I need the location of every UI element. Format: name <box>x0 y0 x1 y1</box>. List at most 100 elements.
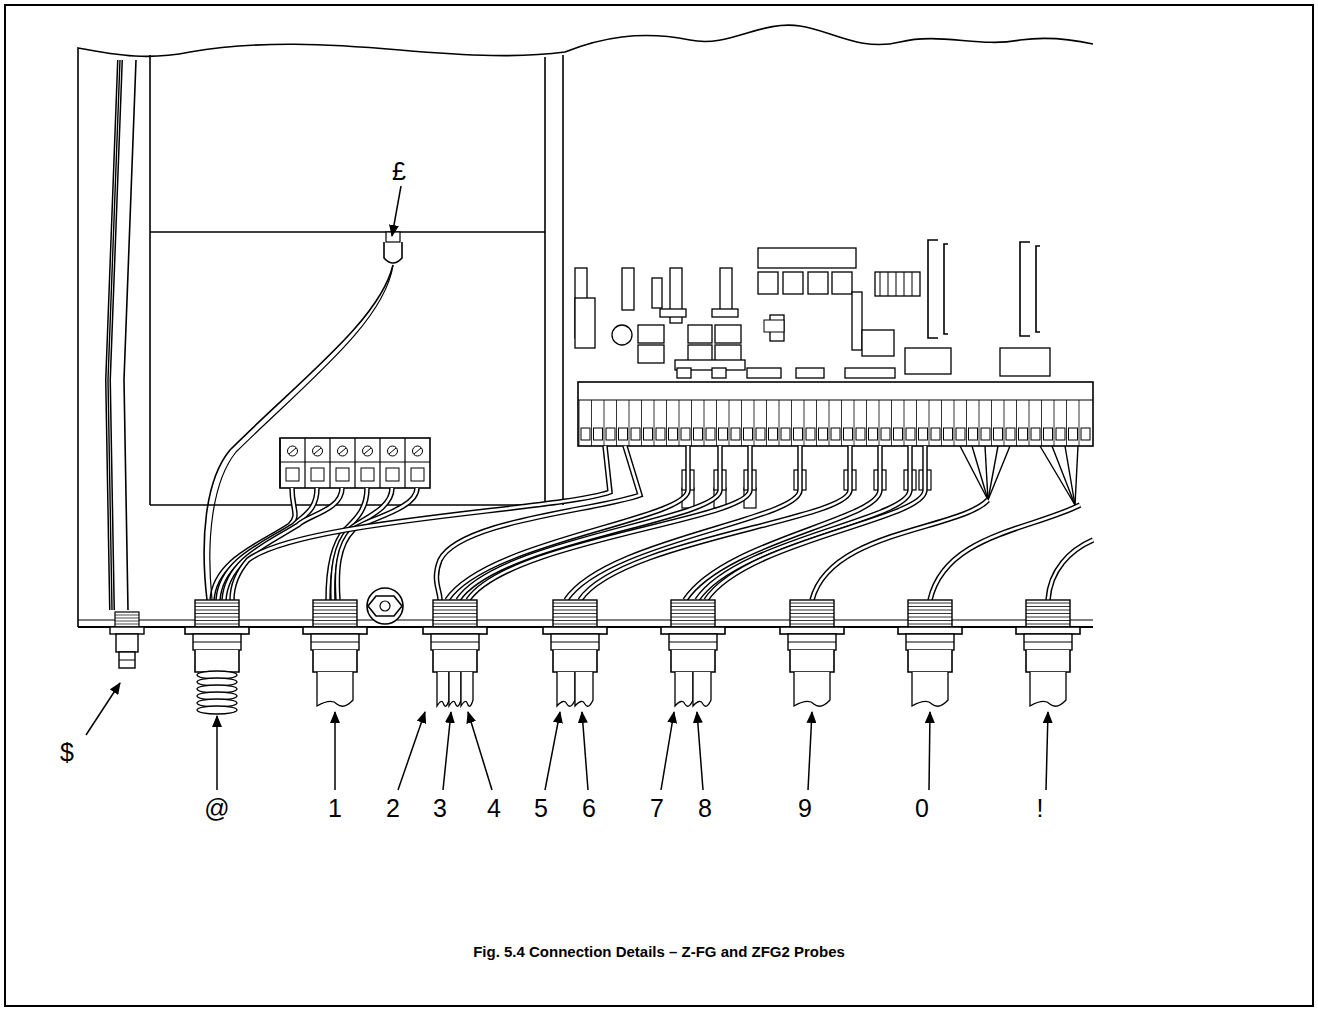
leader-arrow <box>545 712 560 790</box>
thread-line <box>553 610 597 611</box>
stud-end <box>380 601 390 611</box>
strip-terminal <box>994 428 1003 440</box>
compartment-wall <box>544 57 546 505</box>
strip-divider <box>954 400 955 446</box>
gland-body <box>1026 650 1070 672</box>
ic-pin <box>888 272 889 296</box>
pcb-capacitor <box>612 325 632 345</box>
strip-terminal <box>806 428 815 440</box>
strip-terminal <box>606 428 615 440</box>
strip-terminal <box>781 428 790 440</box>
terminal-screw <box>288 446 298 456</box>
strip-terminal <box>1081 428 1090 440</box>
thread-line <box>790 620 834 621</box>
terminal-clamp <box>411 468 424 481</box>
screw-slot <box>289 448 296 454</box>
strip-divider <box>616 400 617 446</box>
callout-number: ! <box>1037 796 1044 821</box>
thread-line <box>671 603 715 604</box>
terminal-divider <box>279 438 280 488</box>
thread-line <box>790 624 834 625</box>
leader-arrow <box>216 716 218 790</box>
thread-line <box>195 603 239 604</box>
gland-locknut <box>788 634 836 650</box>
strip-terminal <box>794 428 803 440</box>
thread-line <box>195 610 239 611</box>
callout-number: 3 <box>433 796 447 821</box>
strip-divider <box>879 400 880 446</box>
gland-locknut <box>551 634 599 650</box>
ground-cable <box>124 60 136 610</box>
gland-flange <box>661 627 725 634</box>
pcb-component <box>832 272 852 294</box>
thread-line <box>1026 613 1070 614</box>
thread-line <box>790 613 834 614</box>
gland-flange <box>303 627 367 634</box>
gland-nut-line <box>906 642 954 643</box>
strip-terminal <box>944 428 953 440</box>
strip-divider <box>704 400 705 446</box>
cable-outline <box>337 488 417 600</box>
strip-divider <box>641 400 642 446</box>
pcb-component <box>1000 348 1050 376</box>
callout-number: 5 <box>534 796 548 821</box>
strip-divider <box>891 400 892 446</box>
strip-terminal <box>844 428 853 440</box>
cable-clip-loop <box>384 242 402 263</box>
thread-line <box>553 603 597 604</box>
small-gland-body <box>119 652 135 668</box>
thread-line <box>790 610 834 611</box>
fan-wire <box>1052 446 1075 505</box>
small-gland-line <box>119 660 135 661</box>
strip-terminal <box>831 428 840 440</box>
cable-outline <box>1048 540 1093 600</box>
strip-terminal <box>1031 428 1040 440</box>
pcb-component <box>712 309 738 317</box>
thread-line <box>671 624 715 625</box>
cable-stub <box>794 672 830 706</box>
pcb-component <box>677 368 691 378</box>
gland-locknut <box>193 634 241 650</box>
cable-fill <box>232 446 610 600</box>
thread-line <box>313 620 357 621</box>
cable-stub <box>461 672 473 706</box>
strip-divider <box>716 400 717 446</box>
leader-arrow <box>392 186 401 236</box>
terminal-clamp <box>386 468 399 481</box>
thread-line <box>671 613 715 614</box>
terminal-strip-line <box>578 400 1093 401</box>
strip-terminal <box>731 428 740 440</box>
gland-flange <box>543 627 607 634</box>
screw-slot <box>389 448 396 454</box>
pcb-component <box>796 368 824 378</box>
strip-divider <box>854 400 855 446</box>
gland-thread <box>671 600 715 627</box>
strip-divider <box>779 400 780 446</box>
strip-terminal <box>956 428 965 440</box>
thread-line <box>553 620 597 621</box>
small-gland-flange <box>110 627 144 634</box>
gland-locknut <box>431 634 479 650</box>
gland-nut-line <box>551 642 599 643</box>
thread-line <box>313 606 357 607</box>
leader-arrow <box>929 712 930 790</box>
leader-arrow <box>808 712 812 790</box>
gland-nut-line <box>311 642 359 643</box>
strip-divider <box>1029 400 1030 446</box>
gland-nut-line <box>431 642 479 643</box>
strip-divider <box>654 400 655 446</box>
clip-wire <box>210 265 393 600</box>
thread-line <box>115 621 139 622</box>
strip-terminal <box>744 428 753 440</box>
thread-line <box>195 617 239 618</box>
callout-number: 9 <box>798 796 812 821</box>
compartment-wall <box>149 55 151 505</box>
strip-terminal <box>931 428 940 440</box>
strip-terminal <box>894 428 903 440</box>
thread-line <box>790 606 834 607</box>
pcb-component <box>622 268 634 310</box>
gland-locknut <box>906 634 954 650</box>
hex-nut <box>368 596 402 616</box>
thread-line <box>115 624 139 625</box>
gland-body <box>908 650 952 672</box>
